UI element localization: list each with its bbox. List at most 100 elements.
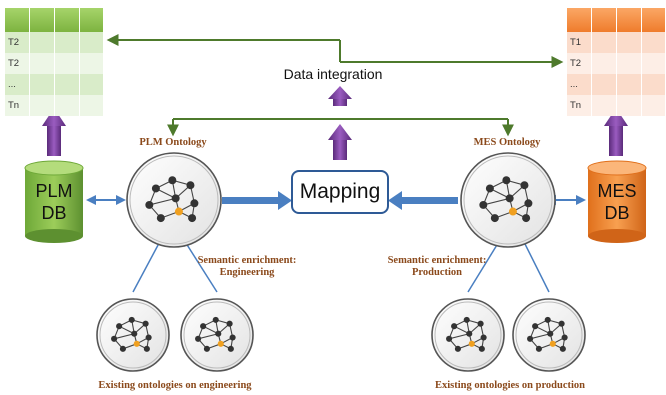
mes-to-mapping-arrow [388, 191, 458, 210]
row-label: Tn [8, 100, 20, 111]
plm-to-mapping-arrow [222, 191, 292, 210]
integration-connector [106, 34, 564, 68]
plm-db-label: PLM DB [25, 180, 83, 224]
ontology-node [463, 316, 470, 323]
ontology-node [142, 320, 149, 327]
plm-ontology-graph [126, 152, 222, 248]
ontology-node [188, 214, 197, 223]
mapping-box [291, 170, 389, 214]
ontology-node [168, 176, 177, 185]
enrichment-production-line2: Production [412, 267, 462, 278]
ontology-node [544, 316, 551, 323]
ontology-node [156, 214, 165, 223]
ontology-node [111, 335, 118, 342]
mes-table-header [567, 8, 665, 32]
row-label: ... [8, 79, 16, 90]
ontology-node [502, 176, 511, 185]
mes-ontology-graph [460, 152, 556, 248]
ontology-node [535, 345, 542, 352]
ontology-node [466, 330, 473, 337]
plm-db-line1: PLM [35, 181, 73, 201]
mes-db-line2: DB [604, 203, 630, 223]
ontology-node [485, 184, 494, 193]
existing-engineering-graph-2 [180, 298, 254, 372]
enrichment-engineering-line2: Engineering [219, 267, 275, 278]
ontology-node [490, 214, 499, 223]
enrichment-engineering-line1: Semantic enrichment: [197, 255, 297, 266]
mes-db-label: MES DB [588, 180, 646, 224]
ontology-node [446, 335, 453, 342]
mes-db-line1: MES [597, 181, 637, 201]
ontology-node [200, 323, 207, 330]
ontology-node [524, 199, 533, 208]
ontology-node [229, 334, 236, 341]
ontology-node [477, 320, 484, 327]
ontology-node [215, 330, 222, 337]
ontology-node [195, 335, 202, 342]
ontology-node [143, 345, 150, 352]
ontology-node [145, 334, 152, 341]
ontology-node [559, 345, 566, 352]
row-label: Tn [570, 100, 582, 111]
ontology-node [479, 200, 488, 209]
ontology-node [558, 320, 565, 327]
ontology-node-highlight [508, 207, 517, 216]
plm-db-cylinder [24, 160, 84, 243]
ontology-node [527, 335, 534, 342]
existing-production-label: Existing ontologies on production [434, 380, 586, 391]
ontology-node [119, 345, 126, 352]
enrichment-production-label: Semantic enrichment: Production [382, 255, 492, 279]
ontology-node-highlight [217, 340, 224, 347]
ontology-node [212, 316, 219, 323]
ontology-bracket [167, 118, 514, 137]
data-integration-label: Data integration [283, 66, 383, 82]
ontology-node [227, 345, 234, 352]
plm-ontology-label: PLM Ontology [139, 137, 207, 148]
row-label: T2 [8, 58, 20, 69]
ontology-node [520, 181, 529, 190]
ontology-node [171, 194, 180, 203]
mes-data-table: T1 T2 ... Tn [567, 8, 665, 116]
ontology-node [454, 345, 461, 352]
ontology-node [203, 345, 210, 352]
ontology-node [451, 323, 458, 330]
plm-data-table: T2 T2 ... Tn [5, 8, 103, 116]
ontology-node [480, 334, 487, 341]
ontology-node-highlight [133, 340, 140, 347]
mes-ontology-label: MES Ontology [473, 137, 541, 148]
ontology-node [505, 194, 514, 203]
ontology-node [226, 320, 233, 327]
existing-engineering-label: Existing ontologies on engineering [98, 380, 252, 391]
ontology-node [478, 345, 485, 352]
mapping-label: Mapping [299, 180, 381, 203]
ontology-node [522, 214, 531, 223]
ontology-node [128, 316, 135, 323]
ontology-node [547, 330, 554, 337]
ontology-node [151, 184, 160, 193]
ontology-node [145, 200, 154, 209]
existing-eng-arrow-2 [183, 238, 218, 293]
existing-engineering-graph-1 [96, 298, 170, 372]
purple-arrow-left [42, 108, 66, 156]
row-label: ... [570, 79, 578, 90]
purple-arrow-center-low [328, 124, 352, 160]
plm-db-line2: DB [41, 203, 67, 223]
enrichment-engineering-label: Semantic enrichment: Engineering [192, 255, 302, 279]
existing-production-graph-2 [512, 298, 586, 372]
existing-production-graph-1 [431, 298, 505, 372]
ontology-node-highlight [549, 340, 556, 347]
ontology-node [190, 199, 199, 208]
purple-arrow-center-high [328, 86, 352, 106]
ontology-node [116, 323, 123, 330]
enrichment-production-line1: Semantic enrichment: [387, 255, 487, 266]
plm-table-header [5, 8, 103, 32]
ontology-node [561, 334, 568, 341]
purple-arrow-right [604, 108, 628, 156]
row-label: T1 [570, 37, 582, 48]
row-label: T2 [570, 58, 582, 69]
ontology-node [532, 323, 539, 330]
row-label: T2 [8, 37, 20, 48]
ontology-node [186, 181, 195, 190]
ontology-node [131, 330, 138, 337]
